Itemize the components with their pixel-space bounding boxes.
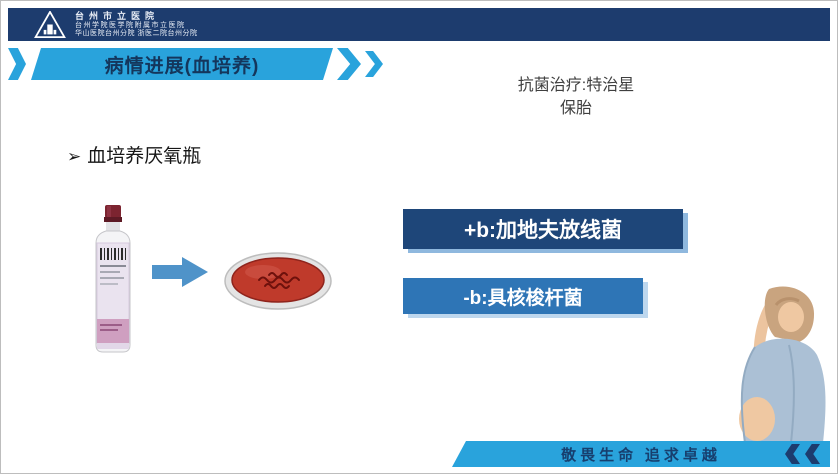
hospital-name-block: 台州市立医院 台州学院医学院附属市立医院 华山医院台州分院 浙医二院台州分院: [75, 11, 197, 38]
hospital-logo-icon: [34, 11, 66, 38]
blood-culture-bottle-image: [95, 205, 131, 353]
banner-body: 病情进展(血培养): [31, 48, 333, 80]
pregnant-woman-image: [739, 286, 826, 443]
footer-left-chevron2-icon: [805, 444, 820, 464]
result-negative-label: -b:具核梭杆菌: [463, 287, 583, 309]
footer-ribbon: 敬畏生命 追求卓越: [452, 441, 830, 467]
petri-dish-image: [224, 252, 332, 310]
hospital-name-line1: 台州市立医院: [75, 10, 160, 21]
footer-left-chevron-icon: [785, 444, 800, 464]
bullet-line: ➢ 血培养厌氧瓶: [67, 141, 201, 168]
treatment-note: 抗菌治疗:特治星 保胎: [469, 74, 683, 120]
treatment-note-line1: 抗菌治疗:特治星: [517, 77, 635, 94]
slide-title: 病情进展(血培养): [104, 55, 260, 77]
banner-left-chevron-icon: [8, 48, 26, 80]
result-positive-label: +b:加地夫放线菌: [463, 219, 623, 242]
title-banner: 病情进展(血培养): [8, 48, 383, 80]
arrow-bullet-icon: ➢: [67, 147, 82, 166]
banner-right-chevron-icon: [337, 48, 361, 80]
treatment-note-line2: 保胎: [559, 100, 592, 118]
right-arrow-icon: [152, 257, 208, 287]
bullet-text: 血培养厌氧瓶: [87, 146, 202, 167]
footer-slogan: 敬畏生命 追求卓越: [561, 447, 721, 464]
hospital-header-bar: 台州市立医院 台州学院医学院附属市立医院 华山医院台州分院 浙医二院台州分院: [8, 8, 830, 41]
result-box-negative: -b:具核梭杆菌: [403, 278, 643, 314]
banner-right-chevron2-icon: [365, 51, 383, 77]
hospital-name-line3: 华山医院台州分院 浙医二院台州分院: [75, 29, 198, 37]
result-box-positive: +b:加地夫放线菌: [403, 209, 683, 249]
hospital-name-line2: 台州学院医学院附属市立医院: [75, 21, 186, 29]
